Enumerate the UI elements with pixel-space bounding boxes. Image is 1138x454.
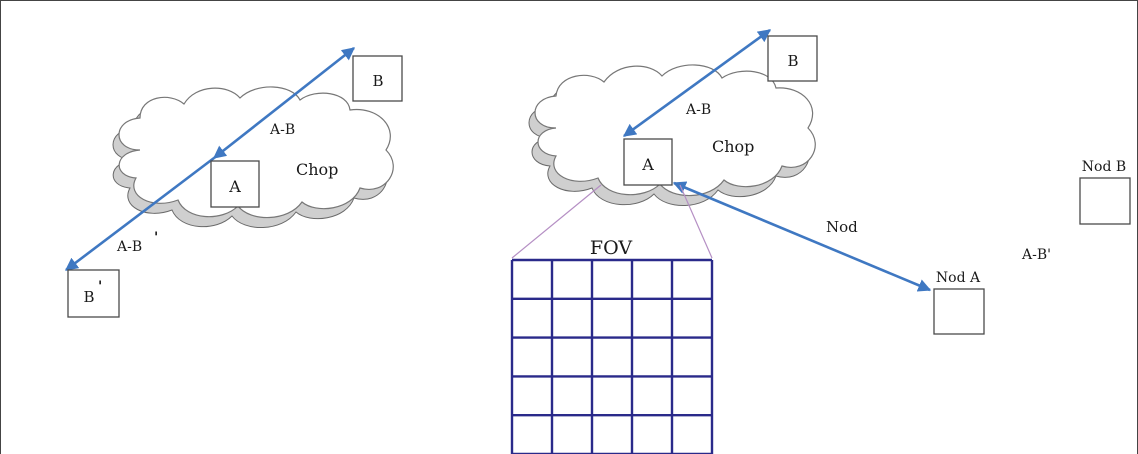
right-label-a-b: A-B — [685, 102, 711, 118]
left-label-a-b: A-B — [269, 122, 295, 138]
right-arrow-nod — [672, 181, 932, 292]
nod-b-box — [1079, 177, 1131, 225]
fov-projection-left — [511, 184, 602, 259]
right-arrow-a-b — [622, 28, 772, 138]
nod-a-label: Nod A — [936, 270, 981, 286]
left-arrow-a-b — [212, 46, 356, 160]
left-arrow-a-b-prime — [64, 156, 215, 272]
right-label-chop: Chop — [712, 137, 754, 156]
left-box-a — [210, 160, 260, 208]
left-box-b-prime-label: B — [83, 288, 94, 306]
left-box-b-prime-mark: ' — [98, 279, 102, 295]
right-label-a-b-prime: A-B' — [1021, 247, 1051, 263]
left-label-chop: Chop — [296, 160, 338, 179]
left-label-a-b-prime: A-B — [116, 239, 142, 255]
right-box-b-label: B — [787, 52, 798, 70]
nod-b-label: Nod B — [1082, 159, 1126, 175]
right-box-b — [767, 35, 818, 82]
left-box-b-prime — [67, 269, 120, 318]
left-label-a-b-prime-mark: ' — [154, 230, 158, 246]
fov-label: FOV — [590, 237, 632, 259]
right-box-a-label: A — [641, 155, 654, 174]
fov-projection-right — [679, 184, 713, 259]
right-label-nod: Nod — [826, 218, 858, 236]
left-box-b — [352, 55, 403, 102]
nod-a-box — [933, 288, 985, 335]
fov-grid — [510, 258, 714, 454]
left-box-a-label: A — [228, 177, 241, 196]
right-box-a — [623, 138, 673, 186]
left-box-b-label: B — [372, 72, 383, 90]
